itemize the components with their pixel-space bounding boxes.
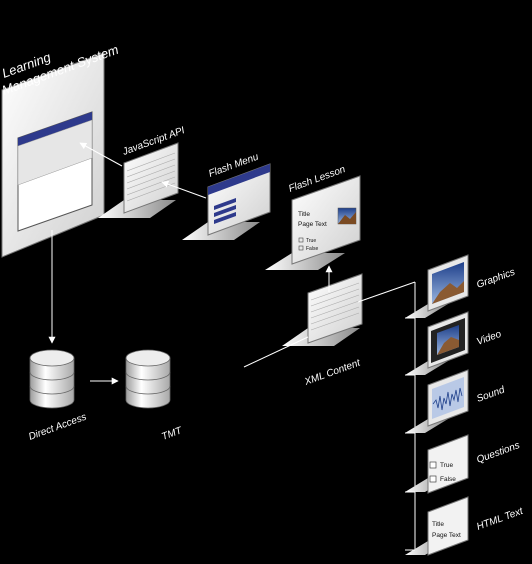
lesson-true: True xyxy=(306,238,316,244)
javascript-api-panel xyxy=(98,142,179,218)
asset-bus-ticks xyxy=(405,317,415,551)
sound-waveform xyxy=(432,387,463,411)
questions-true: True xyxy=(440,462,454,469)
asset-sound xyxy=(405,369,469,433)
asset-html-text xyxy=(405,496,469,556)
questions-false-checkbox xyxy=(429,475,437,483)
arrow-menu-to-api xyxy=(161,180,207,199)
lesson-false: False xyxy=(306,246,318,252)
asset-sound-label: Sound xyxy=(475,384,506,404)
flash-menu-panel xyxy=(182,163,271,240)
questions-false: False xyxy=(440,476,456,483)
lesson-false-checkbox xyxy=(298,245,304,251)
asset-video xyxy=(405,311,469,375)
lms-panel xyxy=(1,52,105,258)
lesson-thumbnail xyxy=(337,207,357,225)
xml-content-label: XML Content xyxy=(302,357,363,388)
xml-content-panel xyxy=(282,273,363,346)
questions-true-checkbox xyxy=(429,461,437,469)
flash-lesson-panel xyxy=(265,175,361,270)
database-direct-access-label: Direct Access xyxy=(27,412,88,443)
database-tmt xyxy=(125,349,171,409)
lesson-page-text: Page Text xyxy=(298,221,327,228)
asset-questions xyxy=(405,434,469,494)
database-direct-access xyxy=(29,349,75,409)
asset-video-label: Video xyxy=(475,329,503,348)
line-xml-right xyxy=(357,281,416,303)
lesson-true-checkbox xyxy=(298,237,304,243)
arrow-api-to-lms xyxy=(79,142,123,167)
asset-graphics-label: Graphics xyxy=(475,267,516,291)
asset-html-text-label: HTML Text xyxy=(475,506,525,533)
line-xml-left xyxy=(243,336,309,368)
connectors xyxy=(48,142,416,550)
html-page-text: Page Text xyxy=(432,532,461,539)
database-tmt-label: TMT xyxy=(160,425,184,443)
html-title: Title xyxy=(432,521,444,528)
asset-questions-label: Questions xyxy=(475,440,521,466)
lesson-title: Title xyxy=(298,211,310,218)
asset-graphics xyxy=(405,254,469,318)
